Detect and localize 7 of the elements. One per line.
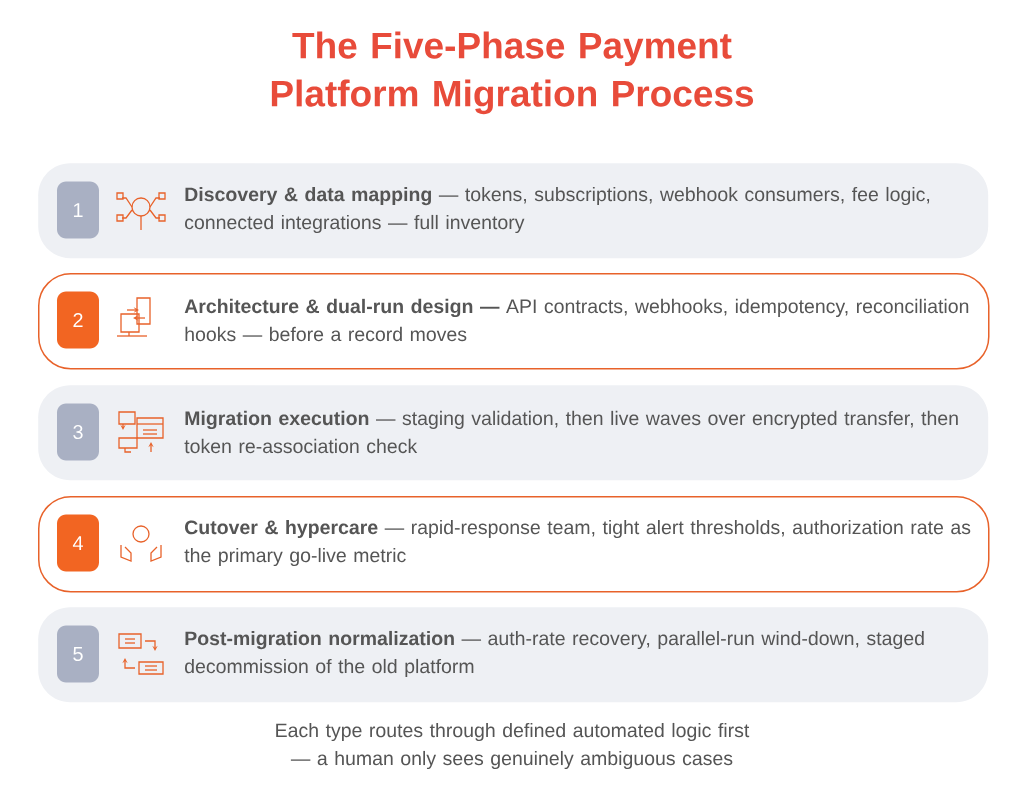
number-badge: 5 [57, 625, 99, 683]
caption: Each type routes through defined automated logic first — a human only sees genuinely ambiguous cases [276, 722, 750, 770]
number-badge: 2 [57, 291, 99, 349]
number-badge: 1 [57, 181, 99, 239]
number-badge: 4 [57, 514, 99, 572]
number-badge: 3 [57, 403, 99, 461]
diagram-title: The Five-Phase Payment Platform Migration Process [271, 31, 754, 115]
